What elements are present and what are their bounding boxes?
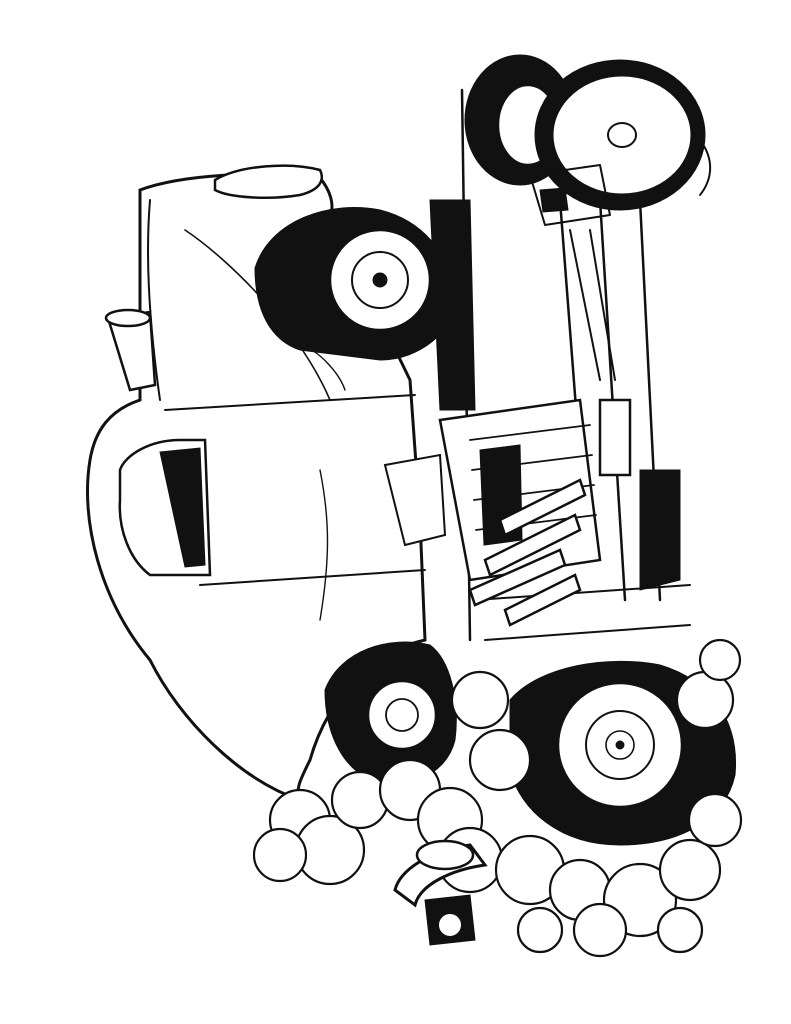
front-suspension (529, 164, 616, 381)
roof-cap (213, 164, 324, 199)
tire-smoke (252, 638, 743, 958)
exhaust-pipe (104, 308, 157, 392)
exhaust-headers (468, 478, 587, 627)
rear-wheel (324, 641, 457, 785)
front-wheel-pair (464, 54, 712, 211)
side-window (118, 438, 212, 577)
wheelie-bar (393, 839, 488, 946)
front-wheel (254, 207, 456, 361)
